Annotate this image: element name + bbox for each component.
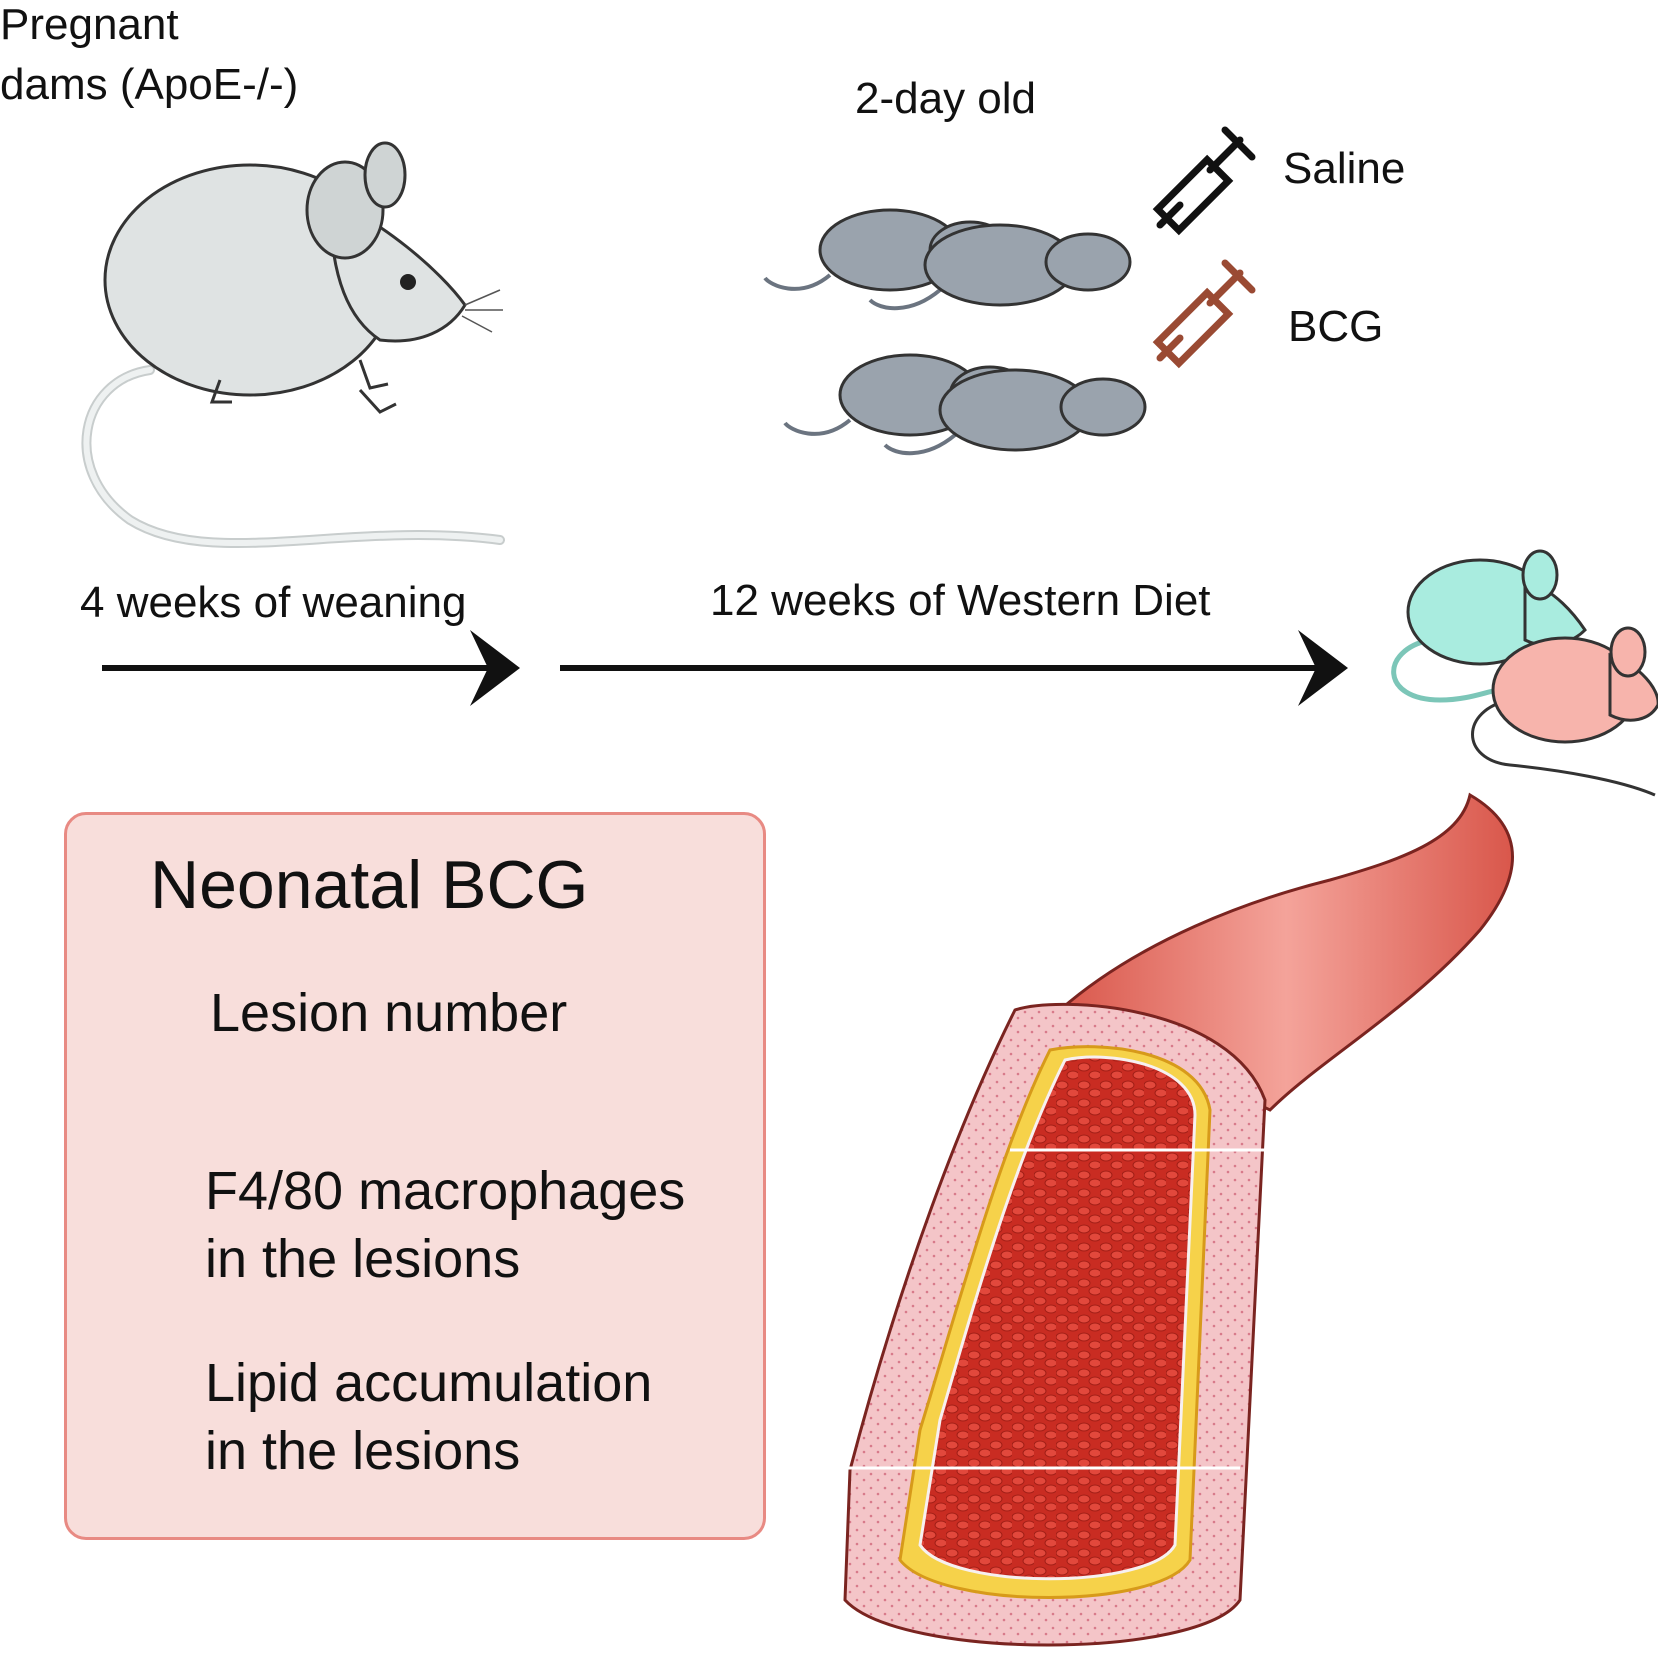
bcg-syringe-icon bbox=[1152, 259, 1256, 369]
saline-syringe-icon bbox=[1152, 126, 1256, 236]
saline-label: Saline bbox=[1283, 144, 1406, 193]
western-diet-label: 12 weeks of Western Diet bbox=[710, 576, 1211, 625]
pup-mice-icon bbox=[763, 208, 1147, 456]
pregnant-dam-mouse-icon bbox=[81, 141, 505, 549]
lipid-label-line2: in the lesions bbox=[205, 1421, 521, 1481]
weaning-label: 4 weeks of weaning bbox=[80, 578, 467, 627]
macrophages-label-line2: in the lesions bbox=[205, 1229, 521, 1289]
lesion-number-label: Lesion number bbox=[210, 983, 568, 1043]
summary-title: Neonatal BCG bbox=[150, 847, 589, 923]
neonatal-bcg-summary-box bbox=[64, 812, 766, 1540]
dams-label-line2: dams (ApoE-/-) bbox=[0, 60, 299, 109]
macrophages-label-line1: F4/80 macrophages bbox=[205, 1161, 686, 1221]
bcg-mouse-icon bbox=[1471, 626, 1658, 797]
dams-label-line1: Pregnant bbox=[0, 0, 179, 49]
saline-mouse-icon bbox=[1391, 549, 1587, 703]
artery-illustration bbox=[843, 792, 1514, 1647]
western-diet-arrow bbox=[560, 630, 1348, 706]
lipid-label-line1: Lipid accumulation bbox=[205, 1353, 653, 1413]
bcg-label: BCG bbox=[1288, 302, 1384, 351]
weaning-arrow bbox=[102, 630, 520, 706]
pups-age-label: 2-day old bbox=[855, 74, 1037, 123]
